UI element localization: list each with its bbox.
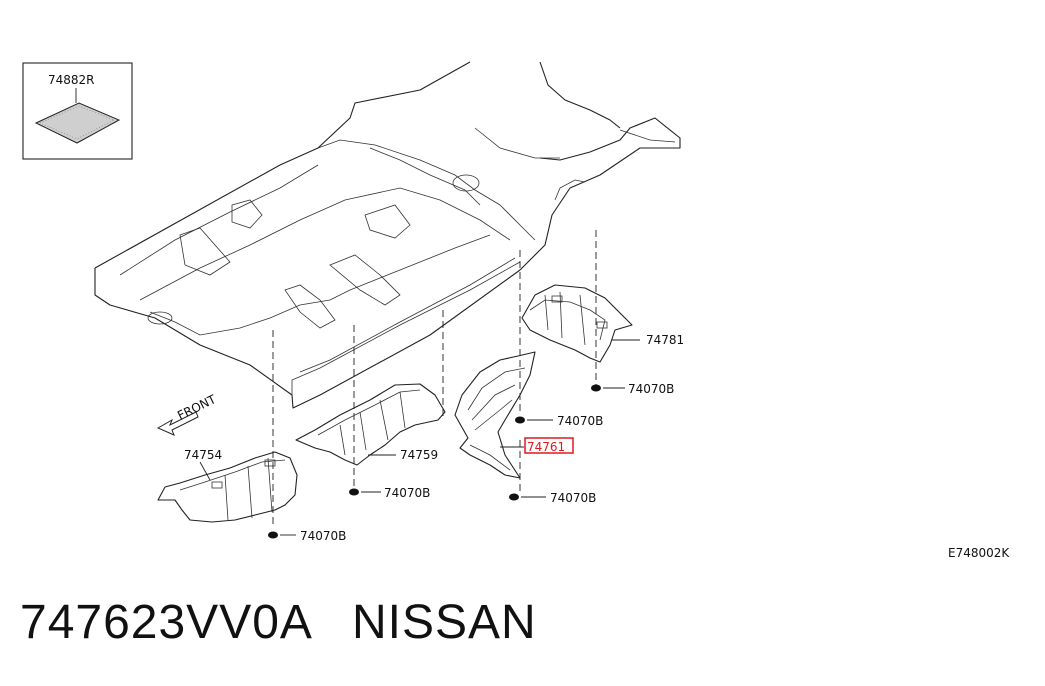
highlight-box <box>524 437 574 454</box>
guide-lines <box>272 230 597 525</box>
parts-diagram: 74882R FRONT <box>22 61 1010 560</box>
label-74759: 74759 <box>400 448 438 462</box>
fastener-label: 74070B <box>384 486 430 500</box>
label-74761: 74761 <box>527 440 565 454</box>
label-74754: 74754 <box>184 448 222 462</box>
label-74781: 74781 <box>646 333 684 347</box>
insulator-74759: 74759 <box>295 383 446 466</box>
fastener-4: 74070B <box>509 491 596 505</box>
floor-pan <box>94 61 681 409</box>
inset-part-label: 74882R <box>48 73 95 87</box>
part-number: 747623VV0A <box>20 596 313 649</box>
fastener-label: 74070B <box>557 414 603 428</box>
insulator-74761: 74761 <box>454 351 574 479</box>
fastener-2: 74070B <box>515 414 603 428</box>
insulator-74781: 74781 <box>521 284 684 363</box>
fastener-label: 74070B <box>550 491 596 505</box>
fastener-label: 74070B <box>628 382 674 396</box>
fastener-5: 74070B <box>268 529 346 543</box>
fastener-3: 74070B <box>349 486 430 500</box>
drawing-code: E748002K <box>948 546 1010 560</box>
front-arrow: FRONT <box>156 392 219 436</box>
inset-box: 74882R <box>22 62 133 160</box>
insulator-74754: 74754 <box>157 448 298 523</box>
fastener-1: 74070B <box>591 382 674 396</box>
brand-name: NISSAN <box>352 596 537 649</box>
fastener-label: 74070B <box>300 529 346 543</box>
